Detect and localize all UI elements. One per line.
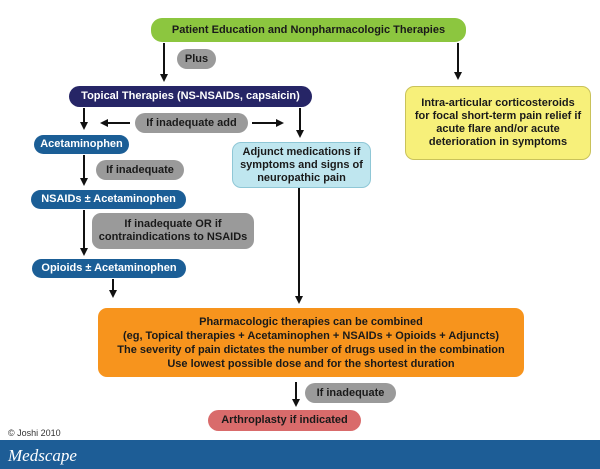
opioids-box: Opioids ± Acetaminophen [32, 259, 186, 278]
adjunct-medications-label: Adjunct medications if symptoms and sign… [240, 145, 363, 184]
patient-education-label: Patient Education and Nonpharmacologic T… [171, 23, 446, 36]
if-inadequate-add-box: If inadequate add [135, 113, 248, 133]
patient-education-box: Patient Education and Nonpharmacologic T… [151, 18, 466, 42]
intra-articular-box: Intra-articular corticosteroids for foca… [405, 86, 591, 160]
arthroplasty-label: Arthroplasty if indicated [221, 414, 348, 426]
arthroplasty-box: Arthroplasty if indicated [208, 410, 361, 431]
if-inadequate-add-label: If inadequate add [146, 116, 237, 129]
intra-articular-label: Intra-articular corticosteroids for foca… [414, 97, 582, 148]
plus-label-box: Plus [177, 49, 216, 69]
nsaids-box: NSAIDs ± Acetaminophen [31, 190, 186, 209]
if-inadequate-or-label: If inadequate OR if contraindications to… [98, 218, 248, 243]
footer-bar [0, 440, 600, 469]
copyright-notice: © Joshi 2010 [8, 428, 61, 438]
if-inadequate-label-1: If inadequate [106, 163, 174, 176]
if-inadequate-box-2: If inadequate [305, 383, 396, 403]
medscape-logo: Medscape [8, 446, 77, 465]
acetaminophen-label: Acetaminophen [40, 138, 123, 150]
pharm-line-4: Use lowest possible dose and for the sho… [167, 357, 455, 370]
adjunct-medications-box: Adjunct medications if symptoms and sign… [232, 142, 371, 188]
opioids-label: Opioids ± Acetaminophen [41, 262, 177, 274]
plus-label: Plus [184, 52, 209, 65]
pharm-line-3: The severity of pain dictates the number… [117, 343, 505, 356]
topical-therapies-box: Topical Therapies (NS-NSAIDs, capsaicin) [69, 86, 312, 107]
pharmacologic-therapies-box: Pharmacologic therapies can be combined … [98, 308, 524, 377]
pharm-line-1: Pharmacologic therapies can be combined [199, 315, 423, 328]
if-inadequate-box-1: If inadequate [96, 160, 184, 180]
acetaminophen-box: Acetaminophen [34, 135, 129, 154]
topical-therapies-label: Topical Therapies (NS-NSAIDs, capsaicin) [81, 90, 300, 102]
nsaids-label: NSAIDs ± Acetaminophen [41, 193, 176, 205]
pharm-line-2: (eg, Topical therapies + Acetaminophen +… [122, 329, 500, 342]
if-inadequate-label-2: If inadequate [316, 386, 385, 399]
if-inadequate-or-box: If inadequate OR if contraindications to… [92, 213, 254, 249]
